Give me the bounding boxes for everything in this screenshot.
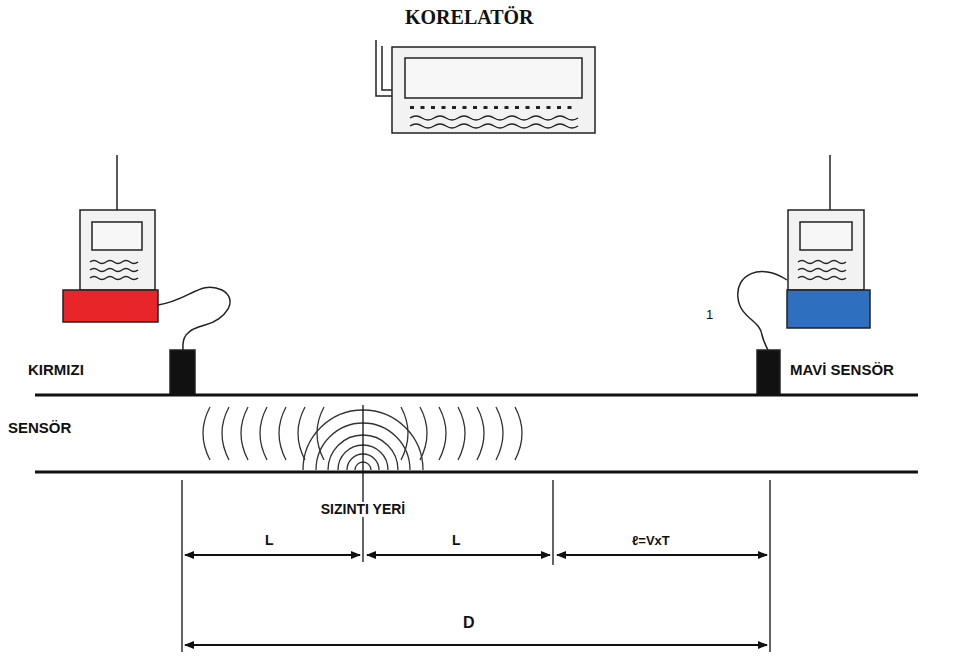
device-title: KORELATÖR: [405, 6, 534, 28]
dimension-label: L: [452, 533, 461, 548]
wave-arc: [420, 407, 427, 460]
sensor-label: MAVİ SENSÖR: [790, 362, 894, 379]
callout-number: 1: [706, 308, 713, 322]
keypad-dot: [536, 106, 540, 109]
wave-arc: [298, 407, 305, 460]
wave-arc: [458, 407, 465, 460]
dimension-lines: [182, 405, 770, 652]
keypad-dot: [494, 106, 498, 109]
keypad-dot: [410, 106, 414, 109]
dimension-label: L: [265, 533, 274, 548]
keypad-dot: [431, 106, 435, 109]
wave-arc: [439, 407, 446, 460]
keypad-dot: [463, 106, 467, 109]
keypad-dot: [473, 106, 477, 109]
keypad-dot: [568, 106, 572, 109]
wave-arc: [241, 407, 248, 460]
keypad-dot: [505, 106, 509, 109]
wave-arc: [260, 407, 267, 460]
leak-location-label: SIZINTI YERİ: [318, 502, 409, 517]
keypad-dot: [442, 106, 446, 109]
keypad-dots: [410, 106, 572, 109]
correlator-device: [376, 40, 595, 133]
wave-arc: [477, 407, 484, 460]
wave-arc: [401, 407, 408, 460]
keypad-dot: [557, 106, 561, 109]
keypad-dot: [484, 106, 488, 109]
dimension-label: D: [463, 614, 475, 632]
keypad-dot: [515, 106, 519, 109]
sensor-label: KIRMIZI: [28, 362, 84, 379]
keypad-dot: [452, 106, 456, 109]
keypad-dot: [526, 106, 530, 109]
wave-arc: [203, 407, 210, 460]
wave-arc: [222, 407, 229, 460]
wave-arc: [317, 407, 324, 460]
keypad-dot: [547, 106, 551, 109]
pipe: [35, 395, 918, 472]
red-sensor-unit: [63, 155, 230, 395]
blue-sensor-unit: [738, 155, 870, 395]
sensor-label: SENSÖR: [8, 420, 71, 437]
dimension-label: ℓ=VxT: [632, 534, 670, 548]
wave-arc: [515, 407, 522, 460]
keypad-dot: [421, 106, 425, 109]
wave-arc: [496, 407, 503, 460]
wave-arc: [279, 407, 286, 460]
